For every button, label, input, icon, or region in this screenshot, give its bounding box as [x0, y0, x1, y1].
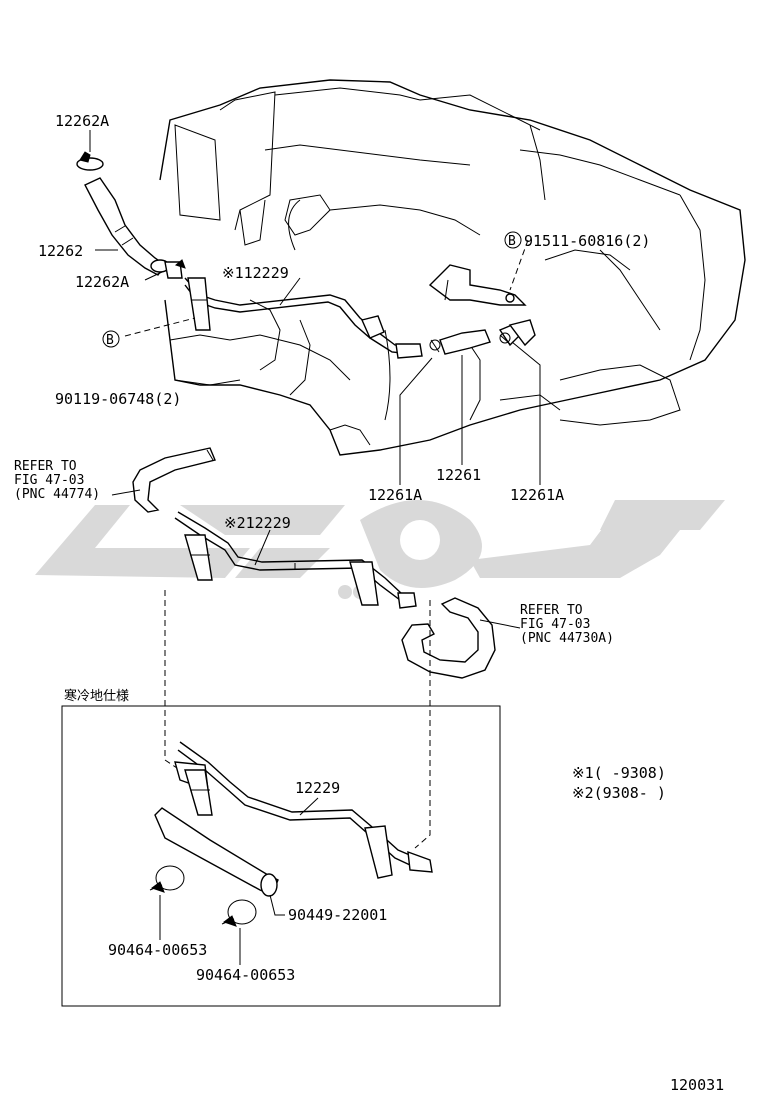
legend-row1: ※1( -9308) [572, 764, 666, 782]
refer-right-line1: REFER TO [520, 603, 583, 618]
leaders-inset [159, 797, 319, 965]
label-91511-60816: 91511-60816(2) [524, 232, 650, 250]
label-12261a-right: 12261A [510, 486, 564, 504]
label-12261: 12261 [436, 466, 481, 484]
pipe-12229 [174, 741, 433, 879]
label-90119-06748: 90119-06748(2) [55, 390, 181, 408]
label-12229: 12229 [295, 779, 340, 797]
refer-right-line3: (PNC 44730A) [520, 631, 614, 646]
inset-frame [61, 705, 501, 1007]
bracket [428, 264, 527, 306]
leaders-upper [89, 130, 541, 485]
leaders-middle [111, 489, 521, 629]
refer-right-line2: FIG 47-03 [520, 617, 590, 632]
hose-refer-right [401, 597, 496, 679]
pipe-112229 [184, 277, 423, 359]
bolt-marker-lower: B [102, 330, 120, 348]
label-12262: 12262 [38, 242, 83, 260]
bolt-marker-upper: B [504, 231, 522, 249]
refer-left-line3: (PNC 44774) [14, 487, 100, 502]
refer-left-line2: FIG 47-03 [14, 473, 84, 488]
engine-outline [159, 79, 746, 456]
label-90464-00653-b: 90464-00653 [196, 966, 295, 984]
label-212229: ※212229 [224, 514, 291, 532]
refer-left-line1: REFER TO [14, 459, 77, 474]
diagram-code: 120031 [670, 1076, 724, 1094]
bolt-marker-b-left: B [106, 333, 114, 348]
hose-12262 [76, 151, 186, 279]
label-12262a-top: 12262A [55, 112, 109, 130]
dashed-guides [164, 590, 431, 849]
hose-refer-left [132, 447, 216, 513]
clamp-90464-a [149, 865, 185, 893]
label-112229: ※112229 [222, 264, 289, 282]
inset-title: 寒冷地仕様 [64, 688, 129, 704]
label-12261a-left: 12261A [368, 486, 422, 504]
clamp-90464-b [221, 899, 257, 927]
cover-90449 [154, 807, 279, 897]
label-12262a-mid: 12262A [75, 273, 129, 291]
bolt-marker-b-top: B [508, 234, 516, 249]
label-90449-22001: 90449-22001 [288, 906, 387, 924]
legend-row2: ※2(9308- ) [572, 784, 666, 802]
hose-12261 [429, 319, 536, 355]
pipe-212229 [174, 511, 417, 609]
label-90464-00653-a: 90464-00653 [108, 941, 207, 959]
